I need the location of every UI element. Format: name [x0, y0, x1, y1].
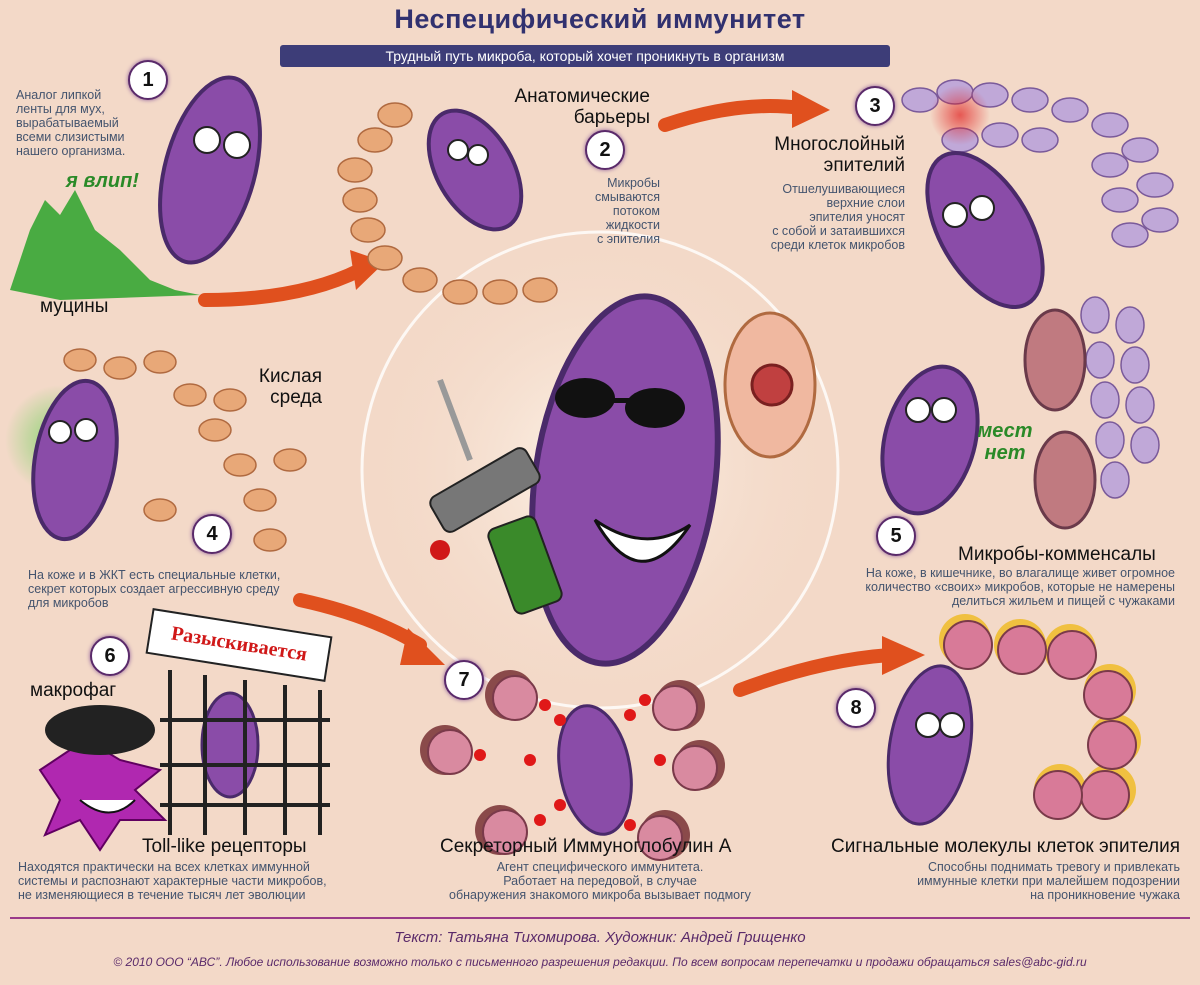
step-number-1: 1	[128, 60, 168, 100]
s4-description: На коже и в ЖКТ есть специальные клетки,…	[28, 568, 281, 610]
s7-description: Агент специфического иммунитета.Работает…	[449, 860, 751, 902]
microbe-3	[925, 151, 1045, 309]
commensal-microbes	[1023, 308, 1097, 530]
s7-heading: Секреторный Иммуноглобулин А	[440, 836, 732, 857]
step-number-2: 2	[585, 130, 625, 170]
mucin-splash	[10, 190, 200, 300]
arrow-7-8	[733, 648, 897, 697]
immunoglobulin-faces	[427, 675, 718, 861]
microbe-6	[200, 691, 260, 799]
microbe-7	[557, 704, 633, 836]
microbe-4	[31, 378, 119, 542]
microbe-2	[426, 108, 524, 232]
sunglasses	[555, 378, 685, 428]
step-number-5: 5	[876, 516, 916, 556]
s5-heading: Микробы-комменсалы	[958, 544, 1156, 565]
s6-label-macrophage: макрофаг	[30, 680, 117, 701]
epithelium-cells-left	[63, 348, 307, 552]
microbe-eyes	[48, 126, 995, 738]
blood-splat	[430, 540, 450, 560]
microbe-5	[880, 364, 980, 516]
arrow-1-2	[198, 263, 367, 307]
s1-label-mucins: муцины	[40, 296, 109, 317]
epithelium-cells-top	[337, 102, 558, 305]
step-number-3: 3	[855, 86, 895, 126]
microbe-1	[158, 75, 262, 265]
center-grin	[593, 518, 692, 563]
step-number-8: 8	[836, 688, 876, 728]
immunoglobulin-chain	[474, 694, 666, 831]
drill	[429, 378, 563, 615]
step-number-6: 6	[90, 636, 130, 676]
s6-heading: Toll-like рецепторы	[142, 836, 307, 857]
s6-description: Находятся практически на всех клетках им…	[18, 860, 327, 902]
s5-description: На коже, в кишечнике, во влагалище живет…	[865, 566, 1175, 608]
step-number-7: 7	[444, 660, 484, 700]
footer-credits: Текст: Татьяна Тихомирова. Художник: Анд…	[394, 929, 806, 946]
footer-divider	[10, 917, 1190, 919]
signal-cells	[943, 620, 1137, 820]
arrow-2-3	[658, 99, 807, 132]
jail-bars	[160, 670, 330, 835]
page-title: Неспецифический иммунитет	[394, 4, 806, 34]
host-cell	[723, 311, 817, 459]
step-number-4: 4	[192, 514, 232, 554]
s1-exclamation: я влип!	[66, 170, 139, 192]
s8-heading: Сигнальные молекулы клеток эпителия	[830, 836, 1180, 857]
page-subtitle: Трудный путь микроба, который хочет прон…	[280, 45, 890, 67]
microbe-8	[886, 664, 974, 826]
macrophage	[38, 705, 168, 852]
footer-copyright: © 2010 ООО “АВС”. Любое использование во…	[113, 955, 1087, 969]
